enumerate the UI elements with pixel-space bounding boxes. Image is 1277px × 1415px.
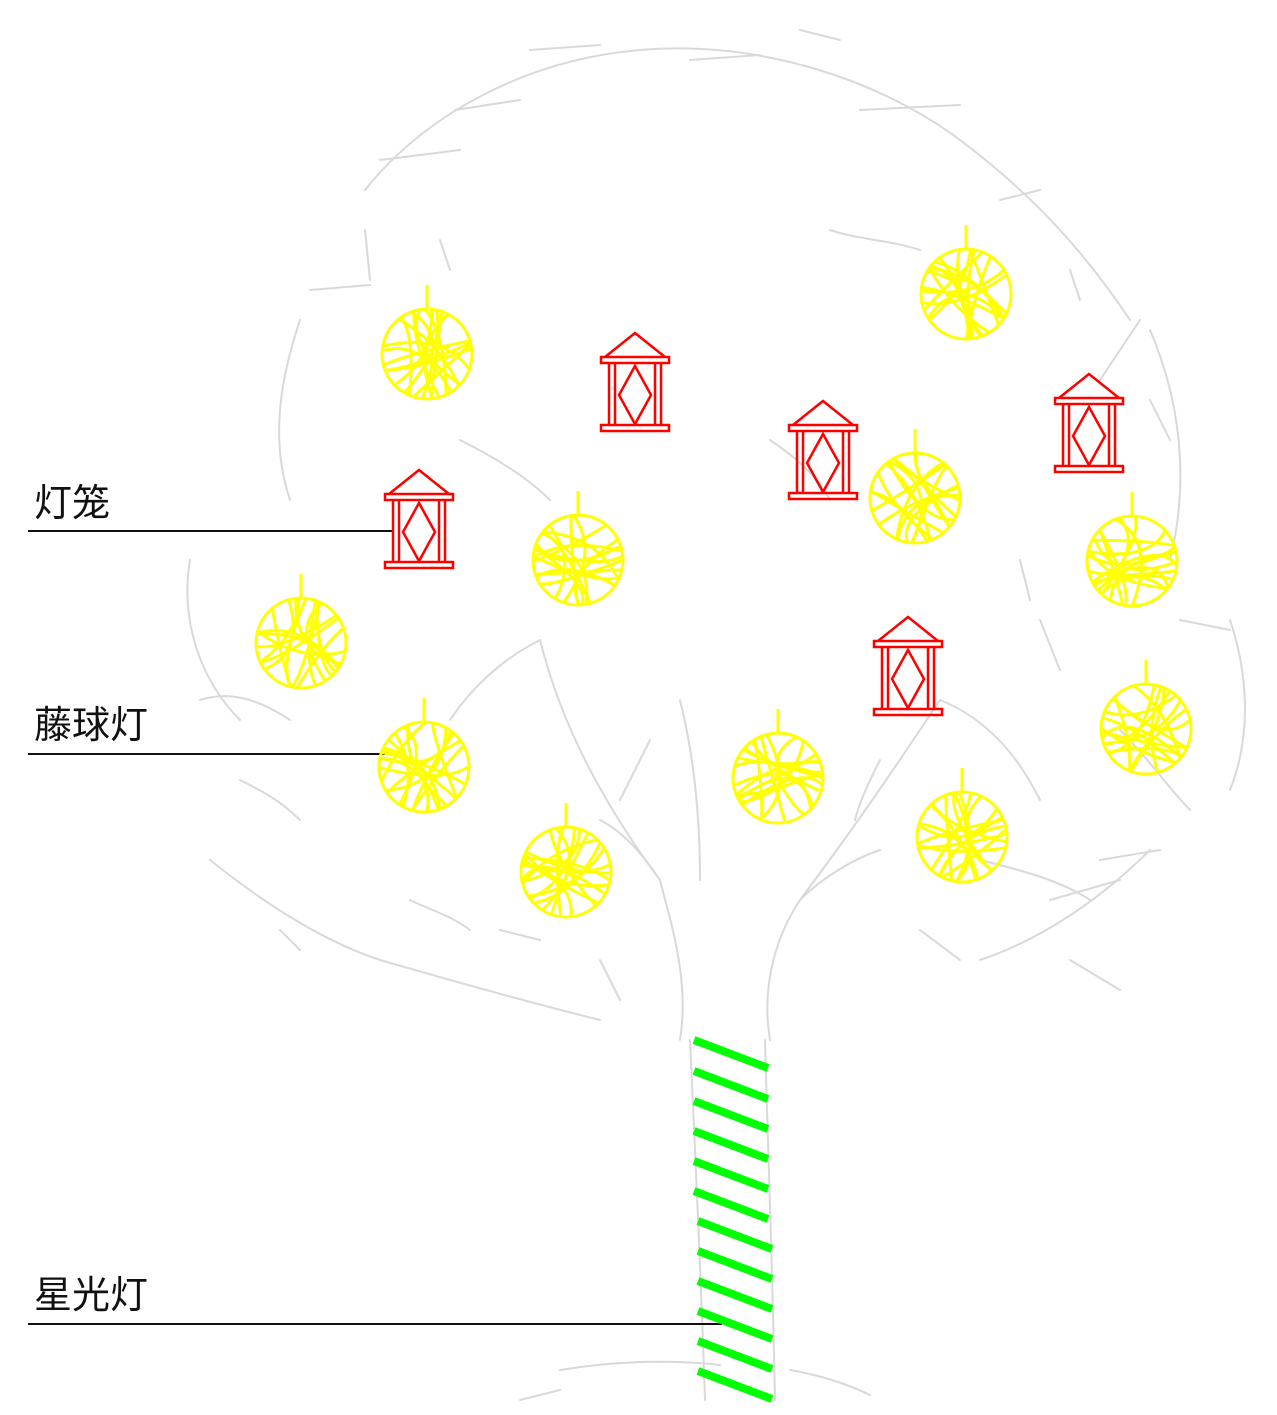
rattan-ball-icon xyxy=(254,574,348,690)
starlight-bar xyxy=(696,1367,774,1403)
starlight-bar xyxy=(696,1217,774,1253)
tree-sketch-stroke xyxy=(979,849,1151,961)
tree-sketch-stroke xyxy=(199,695,291,721)
tree-sketch-stroke xyxy=(1019,559,1031,601)
rattan-ball-icon xyxy=(868,429,962,545)
starlight-label: 星光灯 xyxy=(34,1273,149,1317)
tree-sketch-stroke xyxy=(209,859,601,1021)
tree-sketch-stroke xyxy=(799,699,941,901)
rattan-ball-icon xyxy=(377,698,471,814)
tree-sketch-stroke xyxy=(278,319,301,501)
rattan-ball-icon xyxy=(519,803,613,919)
lantern-icon xyxy=(383,468,455,570)
tree-sketch-stroke xyxy=(279,929,301,951)
tree-sketch-stroke xyxy=(689,54,761,61)
rattan-ball-icon xyxy=(380,285,474,401)
starlight-bar xyxy=(692,1036,770,1072)
starlight-bar xyxy=(692,1187,770,1223)
tree-sketch-stroke xyxy=(1099,319,1141,381)
tree-sketch-stroke xyxy=(1149,329,1182,561)
tree-sketch-stroke xyxy=(1099,849,1161,861)
tree-sketch-stroke xyxy=(1179,619,1231,631)
tree-sketch-stroke xyxy=(239,779,301,821)
rattan-ball-icon xyxy=(915,768,1009,884)
tree-sketch-stroke xyxy=(186,559,241,721)
rattan-ball-icon xyxy=(1085,492,1179,608)
tree-outline xyxy=(186,29,1246,1401)
starlight-bar xyxy=(696,1307,774,1343)
starlight-bar xyxy=(696,1247,774,1283)
lantern-label: 灯笼 xyxy=(34,481,111,525)
lantern-icon xyxy=(1053,372,1125,474)
lantern-group xyxy=(383,331,1125,717)
tree-sketch-stroke xyxy=(559,1360,721,1371)
tree-sketch-stroke xyxy=(454,99,521,111)
starlight-bar xyxy=(692,1157,770,1193)
tree-sketch-stroke xyxy=(939,699,1041,801)
starlight-bar xyxy=(692,1067,770,1103)
tree-sketch-stroke xyxy=(1229,619,1246,791)
tree-sketch-stroke xyxy=(766,849,881,1041)
tree-sketch-stroke xyxy=(859,104,961,111)
tree-sketch-stroke xyxy=(1069,269,1081,301)
tree-sketch-stroke xyxy=(539,639,661,881)
tree-sketch-stroke xyxy=(829,229,921,251)
leader-lines xyxy=(28,530,722,1325)
starlight-bar xyxy=(692,1127,770,1163)
tree-sketch-stroke xyxy=(799,29,841,41)
starlight-bar xyxy=(696,1337,774,1373)
tree-sketch-stroke xyxy=(979,859,1091,901)
tree-sketch-stroke xyxy=(764,1039,776,1401)
tree-sketch-stroke xyxy=(619,739,651,801)
rattan-ball-group xyxy=(254,225,1193,919)
tree-sketch-stroke xyxy=(409,899,471,931)
tree-sketch-stroke xyxy=(1049,879,1121,901)
tree-sketch-stroke xyxy=(529,44,601,51)
lantern-icon xyxy=(872,615,944,717)
tree-sketch-stroke xyxy=(599,959,621,1001)
starlight-bar xyxy=(696,1277,774,1313)
rattan-ball-light-label: 藤球灯 xyxy=(34,703,149,747)
lantern-icon xyxy=(787,399,859,501)
tree-sketch-stroke xyxy=(1149,399,1171,441)
tree-sketch-stroke xyxy=(599,819,684,1041)
tree-sketch-stroke xyxy=(999,189,1041,201)
tree-sketch-stroke xyxy=(854,759,881,821)
tree-sketch-stroke xyxy=(499,929,541,941)
tree-sketch-stroke xyxy=(1039,619,1061,671)
tree-sketch-stroke xyxy=(769,439,831,501)
tree-sketch-stroke xyxy=(679,699,701,881)
tree-sketch-stroke xyxy=(309,284,371,291)
lantern-icon xyxy=(599,331,671,433)
rattan-ball-icon xyxy=(531,491,625,607)
tree-sketch-stroke xyxy=(364,229,371,281)
tree-sketch-stroke xyxy=(789,1369,871,1396)
tree-sketch-stroke xyxy=(519,1389,561,1401)
starlight-bar xyxy=(692,1097,770,1133)
tree-sketch-stroke xyxy=(449,639,541,721)
tree-sketch-stroke xyxy=(459,439,551,501)
tree-sketch-stroke xyxy=(919,929,961,961)
tree-sketch-stroke xyxy=(1069,959,1121,991)
tree-sketch-stroke xyxy=(439,239,451,271)
rattan-ball-icon xyxy=(919,225,1013,341)
tree-sketch-stroke xyxy=(364,47,1131,321)
rattan-ball-icon xyxy=(1099,660,1193,776)
starlight-wrap xyxy=(692,1036,774,1403)
tree-sketch-stroke xyxy=(379,149,461,161)
rattan-ball-icon xyxy=(731,709,825,825)
